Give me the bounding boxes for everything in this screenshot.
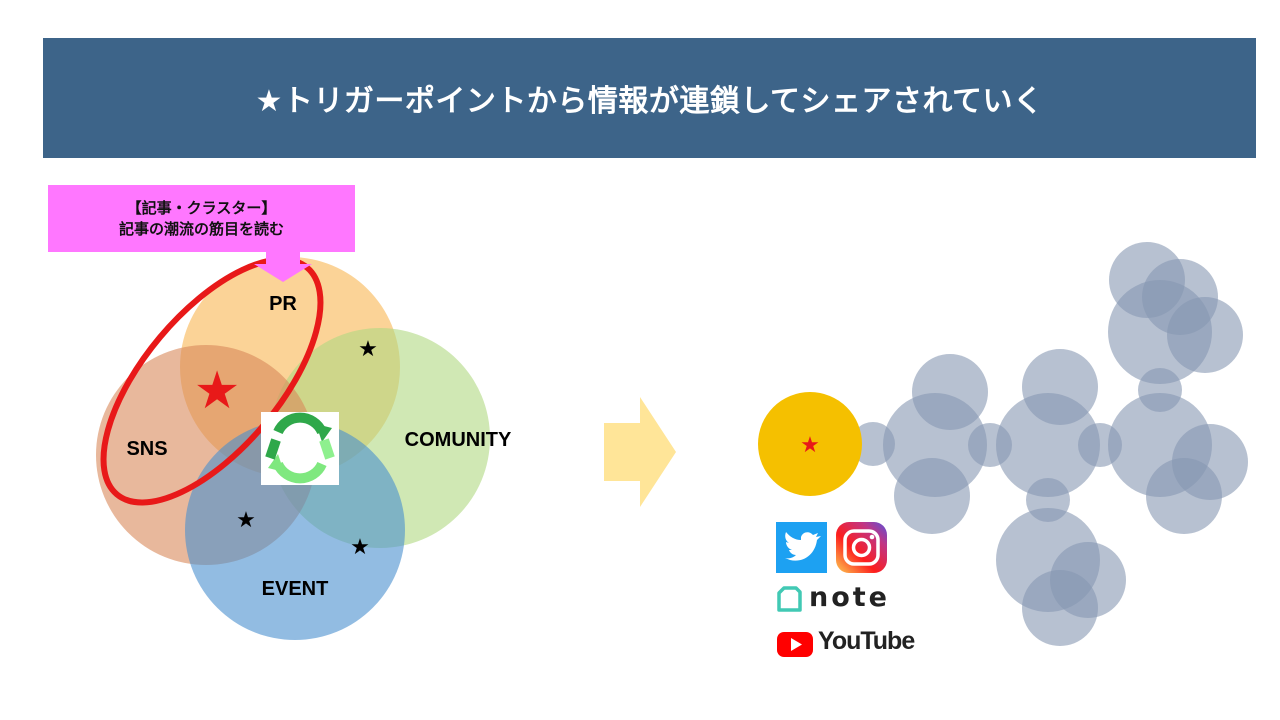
venn-circle-event	[185, 420, 405, 640]
star-icon-event-community: ★	[350, 535, 370, 560]
venn-label-pr: PR	[269, 293, 297, 315]
callout-line-1: 【記事・クラスター】	[126, 198, 277, 217]
callout-box: 【記事・クラスター】 記事の潮流の筋目を読む	[48, 185, 355, 252]
star-icon-main: ★	[194, 361, 241, 421]
callout-arrow	[254, 252, 312, 282]
recycle-icon	[261, 412, 339, 485]
youtube-icon	[777, 632, 813, 657]
venn-diagram: PR SNS COMUNITY EVENT ★ ★ ★ ★	[96, 252, 512, 640]
venn-label-sns: SNS	[126, 438, 167, 460]
star-icon-sns-event: ★	[236, 508, 256, 533]
venn-label-community: COMUNITY	[405, 429, 512, 451]
trigger-circle	[758, 392, 862, 496]
trigger-star-icon: ★	[800, 433, 820, 458]
youtube-logo-text: YouTube	[818, 627, 915, 655]
twitter-icon	[776, 522, 827, 573]
note-logo-text: note	[809, 582, 890, 613]
network-bubbles	[851, 242, 1248, 646]
instagram-icon	[836, 522, 887, 573]
callout-line-2: 記事の潮流の筋目を読む	[118, 219, 284, 238]
flow-arrow	[604, 397, 676, 507]
star-icon-pr-community: ★	[358, 337, 378, 362]
page-title: ★トリガーポイントから情報が連鎖してシェアされていく	[255, 84, 1044, 119]
venn-label-event: EVENT	[262, 578, 329, 600]
note-icon	[777, 586, 802, 612]
header-banner: ★トリガーポイントから情報が連鎖してシェアされていく	[43, 38, 1256, 158]
